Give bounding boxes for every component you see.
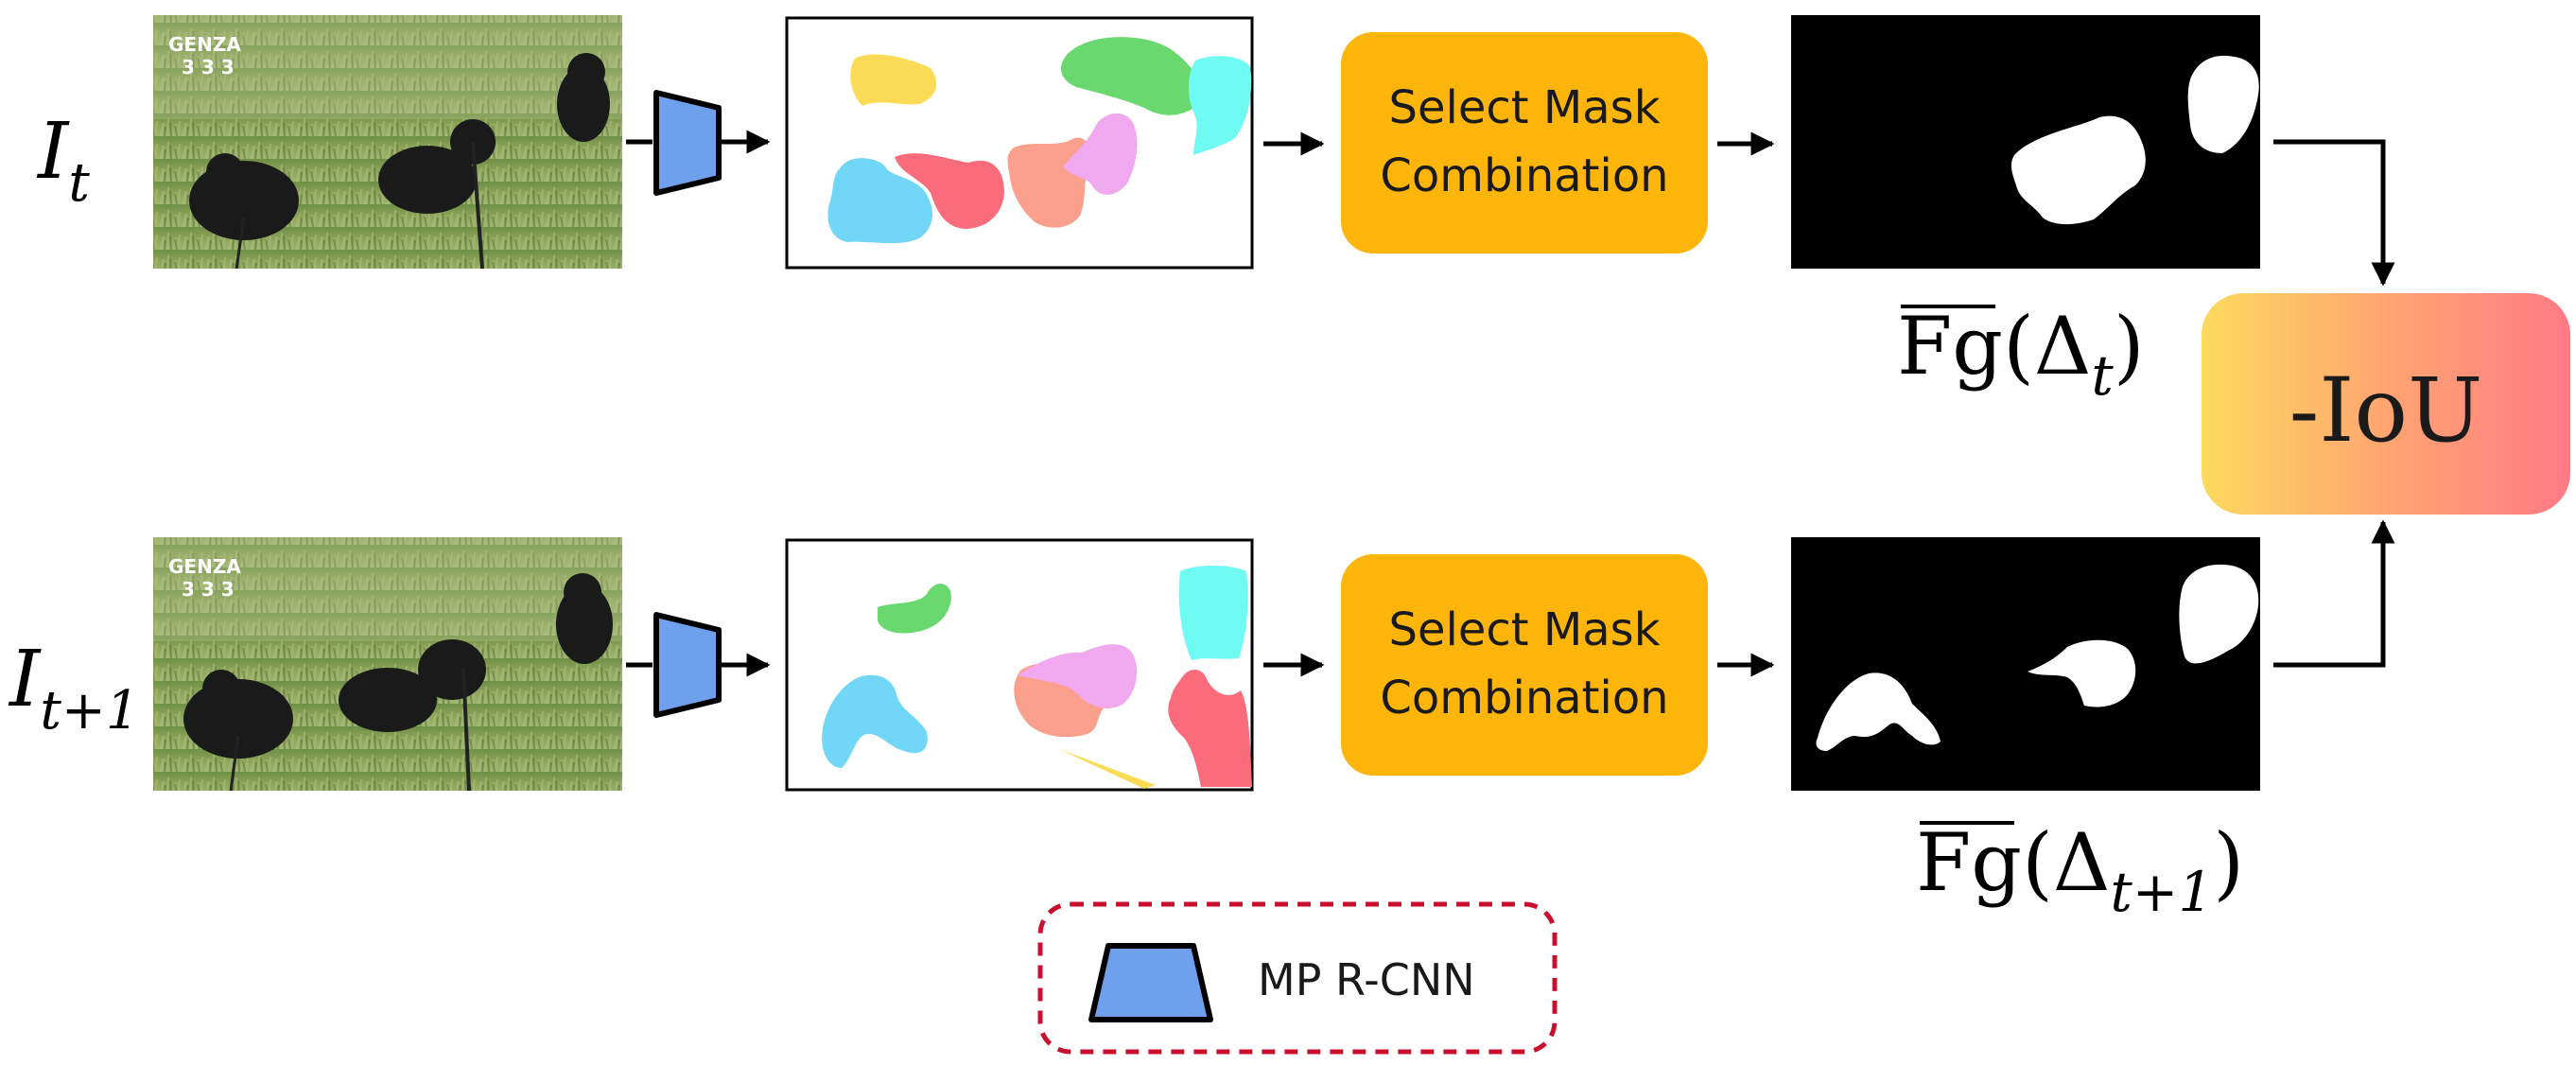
row-t: It GENZA 3 3 3 <box>36 15 2395 408</box>
step-label-line-2: Combination <box>1380 149 1668 202</box>
mp-rcnn-model-icon <box>653 612 722 718</box>
frame-watermark: GENZA <box>168 555 241 578</box>
step-label-line-1: Select Mask <box>1389 81 1661 134</box>
mask-shape <box>1061 37 1202 115</box>
legend-label: MP R-CNN <box>1258 954 1475 1005</box>
fg-label-t-plus-1: Fg(Δt+1) <box>1916 816 2244 924</box>
input-frame-t: GENZA 3 3 3 <box>153 15 622 270</box>
mp-rcnn-legend-icon <box>1088 943 1213 1022</box>
mask-shape <box>1018 644 1138 708</box>
mask-shape <box>1178 566 1248 660</box>
mask-shape <box>2187 55 2259 154</box>
mask-shape <box>850 54 937 106</box>
mask-shape <box>1059 749 1156 789</box>
frame-watermark: 3 3 3 <box>182 578 235 601</box>
mask-shape <box>1188 56 1252 156</box>
mask-shape <box>1816 672 1941 751</box>
mp-rcnn-model-icon <box>653 90 722 196</box>
step-label-line-1: Select Mask <box>1389 603 1661 656</box>
frame-label-t: It <box>36 107 90 214</box>
input-frame-t-plus-1: GENZA 3 3 3 <box>153 537 622 792</box>
chimpanzee-1 <box>189 161 299 240</box>
frame-label-t-plus-1: It+1 <box>8 635 139 742</box>
mask-shape <box>1168 669 1252 787</box>
chimpanzee-2 <box>339 668 437 732</box>
arrow <box>2273 519 2395 668</box>
arrow <box>2273 139 2395 287</box>
select-mask-combination-box-t: Select Mask Combination <box>1341 32 1708 253</box>
mask-shape <box>878 584 951 634</box>
mask-proposals-panel-t-plus-1 <box>785 538 1254 792</box>
mask-shape <box>2028 639 2136 707</box>
frame-watermark: 3 3 3 <box>182 56 235 79</box>
foreground-mask-t-plus-1 <box>1791 537 2260 791</box>
mask-shape <box>2179 564 2259 664</box>
mask-shape <box>895 153 1004 229</box>
mask-shape <box>2010 115 2146 225</box>
mask-shape <box>1063 113 1138 195</box>
foreground-mask-t <box>1791 15 2260 269</box>
loss-label: -IoU <box>2289 359 2483 463</box>
select-mask-combination-box-t-plus-1: Select Mask Combination <box>1341 554 1708 776</box>
mask-shape <box>822 674 928 768</box>
mask-proposals-panel-t <box>785 16 1254 270</box>
frame-watermark: GENZA <box>168 33 241 56</box>
legend: MP R-CNN <box>1037 901 1558 1055</box>
iou-loss-box: -IoU <box>2202 293 2570 515</box>
row-t-plus-1: It+1 GENZA 3 3 3 <box>8 519 2395 924</box>
fg-label-t: Fg(Δt) <box>1897 300 2145 408</box>
mask-shape <box>827 158 933 244</box>
chimpanzee-2 <box>378 146 477 214</box>
step-label-line-2: Combination <box>1380 672 1668 725</box>
